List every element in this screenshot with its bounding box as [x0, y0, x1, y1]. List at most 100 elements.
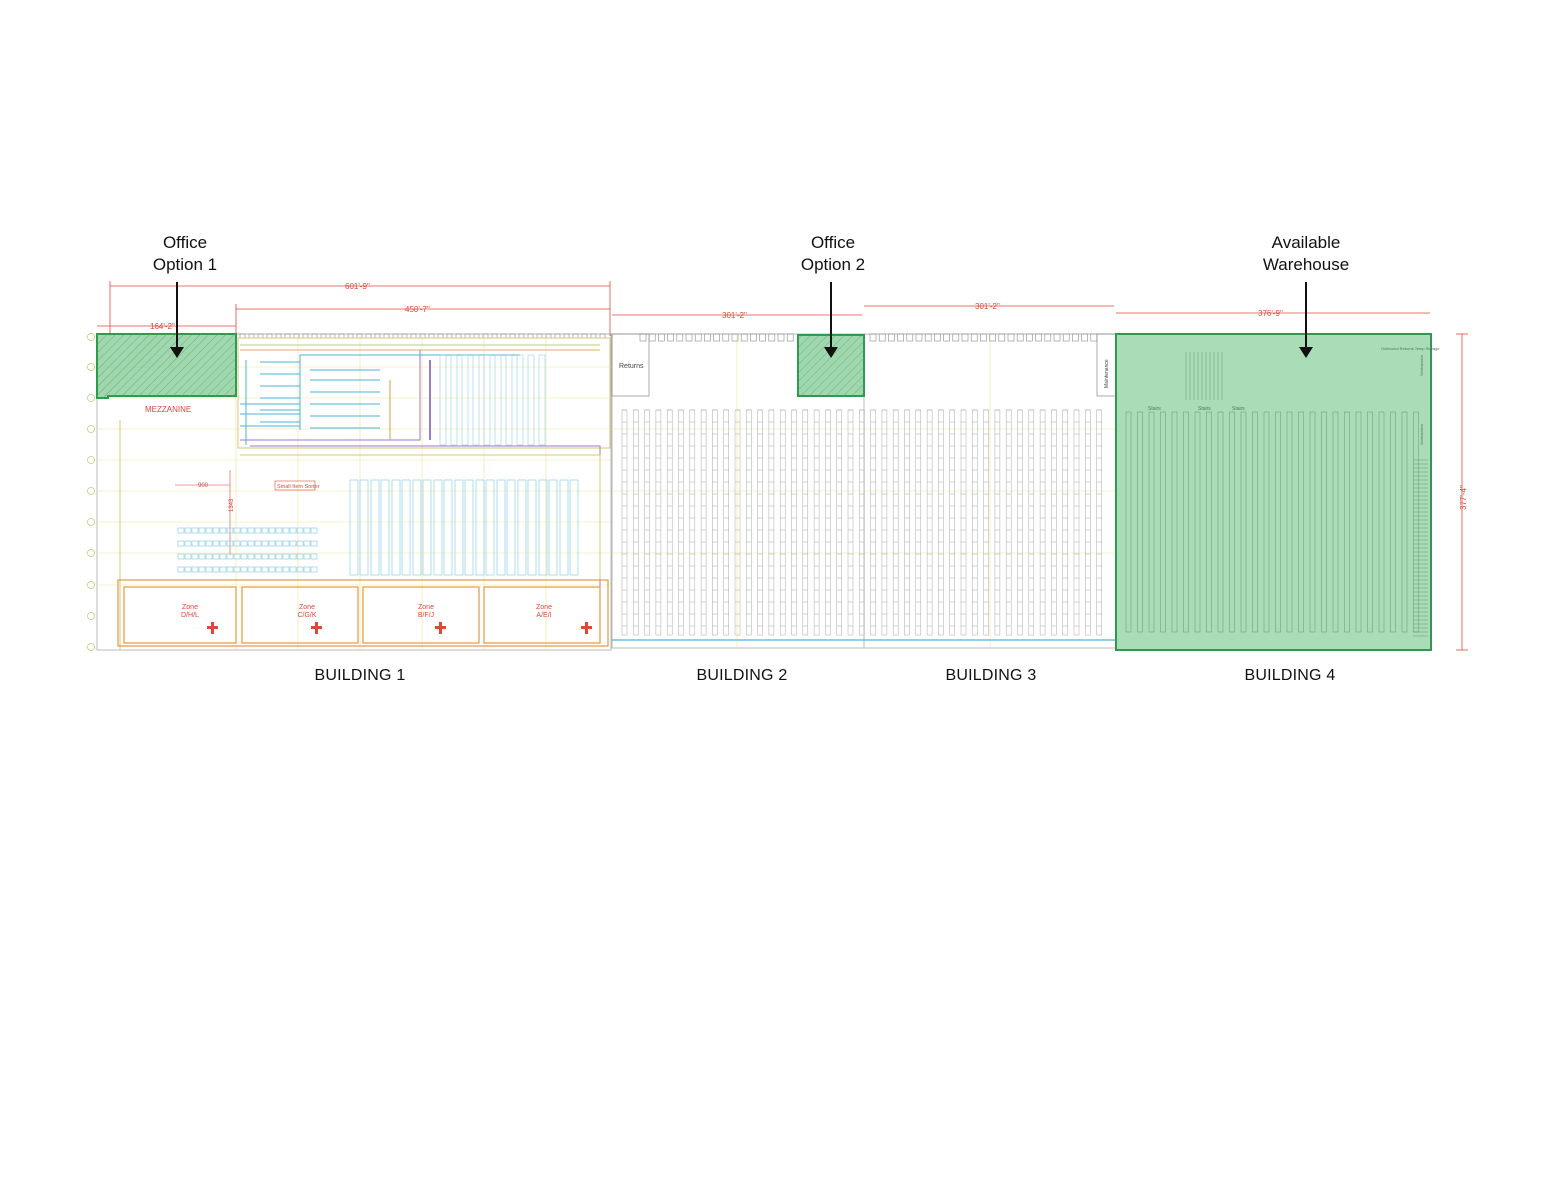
office-option-1-area — [96, 333, 237, 399]
dim-b3: 301'-2" — [975, 302, 1000, 311]
dock-door — [694, 333, 702, 342]
rack-row — [678, 409, 684, 636]
rack-row — [443, 479, 453, 576]
rack-row — [1298, 411, 1304, 633]
rack-row — [496, 479, 506, 576]
rack-row — [644, 409, 650, 636]
dock-door — [722, 333, 730, 342]
sorter-chute — [226, 540, 234, 547]
sorter-chute — [219, 540, 227, 547]
rack-row — [433, 479, 443, 576]
rack-row — [1309, 411, 1316, 633]
dock-door — [731, 333, 739, 342]
dock-door — [667, 333, 674, 342]
dock-door — [989, 333, 996, 342]
sorter-chute — [268, 540, 276, 547]
sorter-chute — [247, 540, 255, 547]
sorter-chute — [310, 527, 318, 534]
callout-line: Office — [162, 233, 208, 252]
dock-door — [759, 333, 766, 342]
arrow-head-icon — [1299, 347, 1313, 358]
sorter-chute — [296, 527, 304, 534]
maintenance-label: Maintenance — [1104, 359, 1110, 388]
sorter-chute — [282, 566, 290, 573]
mezzanine-conveyors — [119, 337, 611, 650]
dock-door — [1026, 333, 1033, 342]
callout-arrows — [170, 282, 1313, 358]
rack-row — [359, 479, 369, 576]
sorter-chute — [303, 540, 311, 547]
sorter-chute — [275, 527, 283, 534]
dock-door — [1007, 333, 1015, 342]
rack-row — [666, 409, 673, 636]
sorter-chute — [282, 540, 290, 547]
rack-row — [1028, 409, 1035, 636]
rack-row — [401, 479, 411, 576]
rack-row — [483, 354, 491, 446]
dock-door — [1035, 333, 1042, 342]
dock-door — [338, 333, 345, 339]
dock-door — [491, 333, 498, 339]
dim-900-label: 900 — [198, 483, 209, 489]
rack-row — [1171, 411, 1178, 633]
rack-row — [779, 409, 786, 636]
rack-row — [1137, 411, 1143, 633]
rack-row — [516, 354, 524, 446]
zone-label-line: D/H/L — [181, 612, 199, 619]
rack-row — [926, 409, 933, 636]
dock-door — [970, 333, 978, 342]
rack-row — [422, 479, 432, 576]
sorter-chute — [296, 540, 304, 547]
sorter-chute — [303, 553, 311, 560]
sorter-chute — [240, 566, 248, 573]
rack-row — [1017, 409, 1023, 636]
sorter-chute — [247, 553, 255, 560]
rack-row — [1275, 411, 1281, 633]
zone-label-line: B/F/J — [418, 612, 434, 619]
dock-door — [302, 333, 309, 339]
dock-door — [473, 333, 480, 339]
dock-door — [329, 333, 336, 339]
sorter-chute — [219, 527, 227, 534]
rack-row — [517, 479, 527, 576]
callout-line: Office — [810, 233, 856, 252]
dock-door — [545, 333, 552, 339]
sorter-chute — [240, 540, 248, 547]
sorter-chute — [198, 553, 206, 560]
sorter-chute — [275, 553, 283, 560]
dock-door — [934, 333, 941, 342]
sorter-chute — [261, 540, 269, 547]
dock-door — [777, 333, 785, 342]
dock-door — [356, 333, 363, 339]
dock-door — [428, 333, 435, 339]
rack-row — [472, 354, 480, 446]
zone-areas — [117, 579, 609, 647]
building-4-label: BUILDING 4 — [1244, 667, 1336, 684]
sorter-chute — [289, 527, 297, 534]
dock-door — [401, 333, 408, 339]
dock-door — [509, 333, 516, 339]
dock-door — [347, 333, 354, 339]
dock-door — [897, 333, 904, 342]
sorter-chute — [184, 553, 192, 560]
dock-door — [437, 333, 444, 339]
rack-row — [569, 479, 579, 576]
dock-door — [410, 333, 417, 339]
dock-door — [275, 333, 282, 339]
stairs-label: Stairs — [1148, 406, 1161, 412]
callout-line: Option 1 — [152, 255, 218, 274]
sorter-chute — [177, 566, 185, 573]
sorter-chute — [254, 566, 262, 573]
dock-door — [888, 333, 895, 342]
rack-row — [1160, 411, 1166, 633]
rack-row — [1390, 411, 1396, 633]
dock-door — [374, 333, 381, 339]
dock-door — [906, 333, 914, 342]
sorter-racks — [177, 479, 579, 576]
rack-row — [1367, 411, 1373, 633]
dock-door — [915, 333, 923, 342]
dock-door — [392, 333, 399, 339]
sorter-chute — [303, 566, 311, 573]
dock-door — [383, 333, 390, 339]
